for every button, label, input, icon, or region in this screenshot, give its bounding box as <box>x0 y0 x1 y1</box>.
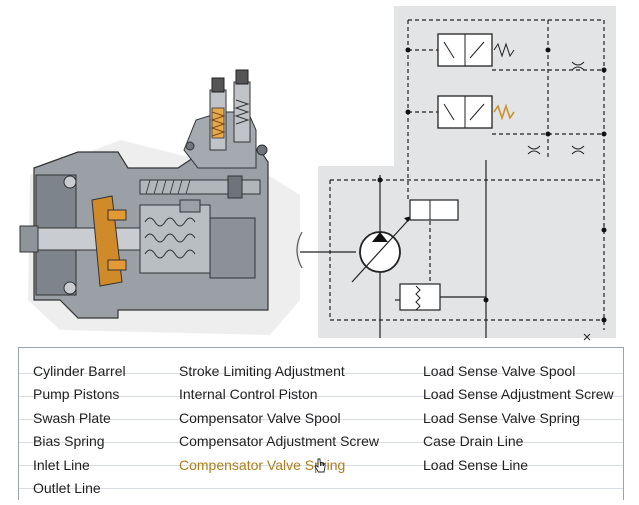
legend-column-controls: Stroke Limiting Adjustment Internal Cont… <box>179 360 379 477</box>
pump-cutaway <box>19 69 303 335</box>
legend-item-compensator-adjustment-screw[interactable]: Compensator Adjustment Screw <box>179 433 379 450</box>
legend-item-load-sense-adjustment-screw[interactable]: Load Sense Adjustment Screw <box>423 386 614 403</box>
legend-item-case-drain-line[interactable]: Case Drain Line <box>423 433 524 450</box>
legend-item-load-sense-line[interactable]: Load Sense Line <box>423 456 529 473</box>
legend-column-load-sense: Load Sense Valve Spool Load Sense Adjust… <box>423 360 614 477</box>
legend-item-compensator-valve-spring[interactable]: Compensator Valve Spring <box>179 456 346 473</box>
legend-item-cylinder-barrel[interactable]: Cylinder Barrel <box>33 363 126 379</box>
spring-icon <box>493 42 515 58</box>
cursor-hand-icon <box>314 458 326 473</box>
legend-item-inlet-line[interactable]: Inlet Line <box>33 456 90 473</box>
compensator-spring-highlight <box>210 107 226 139</box>
legend-item-swash-plate[interactable]: Swash Plate <box>33 409 111 426</box>
pump-diagram <box>19 6 616 341</box>
legend-item-stroke-limiting-adjustment[interactable]: Stroke Limiting Adjustment <box>179 363 345 379</box>
legend-panel: Cylinder Barrel Pump Pistons Swash Plate… <box>18 347 624 500</box>
legend-item-load-sense-valve-spool[interactable]: Load Sense Valve Spool <box>423 363 576 379</box>
legend-item-outlet-line[interactable]: Outlet Line <box>33 479 101 496</box>
legend-item-internal-control-piston[interactable]: Internal Control Piston <box>179 386 318 403</box>
legend-item-compensator-valve-spool[interactable]: Compensator Valve Spool <box>179 409 341 426</box>
pump-symbol-icon <box>351 215 413 283</box>
legend-column-components: Cylinder Barrel Pump Pistons Swash Plate… <box>33 360 126 500</box>
legend-item-pump-pistons[interactable]: Pump Pistons <box>33 386 120 403</box>
legend-item-load-sense-valve-spring[interactable]: Load Sense Valve Spring <box>423 409 580 426</box>
legend-item-bias-spring[interactable]: Bias Spring <box>33 433 105 450</box>
hydraulic-schematic <box>300 6 616 341</box>
